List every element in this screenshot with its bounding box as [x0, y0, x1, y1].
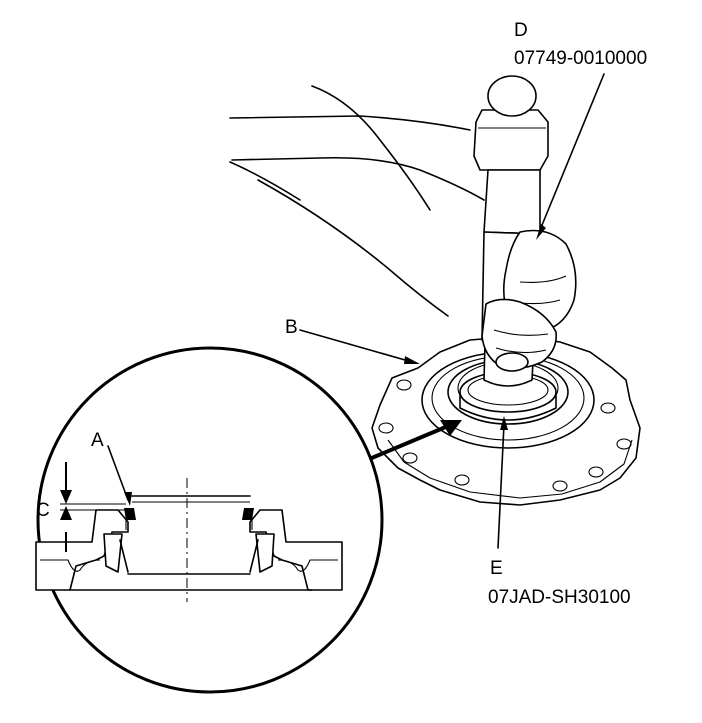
- label-b: B: [285, 317, 298, 338]
- bolt-hole: [588, 466, 604, 478]
- part-number-e: 07JAD-SH30100: [488, 587, 631, 608]
- bolt-hole: [396, 379, 412, 391]
- bolt-hole: [402, 452, 418, 464]
- bolt-hole: [616, 438, 632, 450]
- label-d: D: [514, 20, 528, 41]
- seal-driver-e: [459, 371, 557, 421]
- arms-hands: [229, 85, 577, 372]
- bolt-hole: [552, 480, 568, 492]
- leader-lines: [299, 73, 605, 549]
- detail-view: [35, 346, 384, 694]
- label-c: C: [36, 500, 50, 521]
- label-e: E: [490, 558, 503, 579]
- labels: D 07749-0010000 B A C E 07JAD-SH30100: [36, 20, 647, 608]
- label-a: A: [91, 430, 104, 451]
- bolt-hole: [454, 474, 470, 486]
- part-number-d: 07749-0010000: [514, 48, 647, 69]
- bolt-hole: [600, 402, 616, 414]
- bolt-hole: [378, 422, 394, 434]
